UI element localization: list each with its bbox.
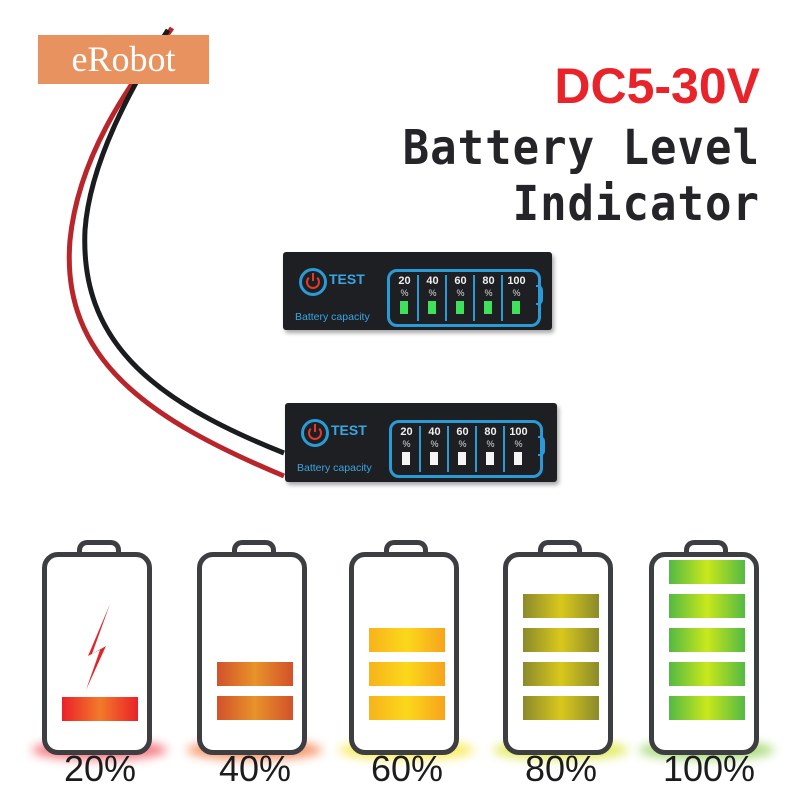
level-label: 40% [218,748,292,789]
product-title: Battery Level Indicator [402,119,760,233]
voltage-headline: DC5-30V [554,58,760,114]
led-indicator [512,301,520,314]
indicator-module-unlit: TEST Battery capacity 20% 40% 60% 80% 10… [285,403,557,482]
indicator-module-lit: TEST Battery capacity 20% 40% 60% 80% 10… [283,252,552,330]
battery-tip [538,436,545,456]
led-indicator [400,301,408,314]
led-indicator [458,452,466,465]
capacity-caption: Battery capacity [295,311,370,323]
level-label: 60% [370,748,444,789]
led-indicator [430,452,438,465]
cell-40: 40% [422,426,449,472]
battery-outline-icon: 20% 40% 60% 80% 100% [389,420,543,478]
brand-logo: eRobot [38,35,209,84]
power-icon[interactable] [299,268,327,296]
level-label: 100% [662,748,756,789]
battery-tip [536,285,543,305]
battery-level-60: 60% [339,540,474,789]
cell-100: 100% [504,275,529,321]
cell-40: 40% [420,275,447,321]
led-indicator [484,301,492,314]
led-indicator [402,452,410,465]
capacity-caption: Battery capacity [297,462,372,474]
power-icon[interactable] [301,419,329,447]
led-indicator [486,452,494,465]
cell-20: 20% [392,275,419,321]
cell-80: 80% [478,426,505,472]
cell-100: 100% [506,426,531,472]
cell-60: 60% [448,275,475,321]
level-label: 80% [524,748,598,789]
test-label: TEST [329,271,365,287]
cell-20: 20% [394,426,421,472]
lightning-icon [86,604,110,690]
battery-level-100: 100% [639,540,774,789]
led-indicator [428,301,436,314]
battery-outline-icon: 20% 40% 60% 80% 100% [387,269,541,327]
led-indicator [514,452,522,465]
test-label: TEST [331,422,367,438]
battery-level-20: 20% [32,540,167,789]
battery-level-80: 80% [493,540,628,789]
cell-80: 80% [476,275,503,321]
led-indicator [456,301,464,314]
level-label: 20% [63,748,137,789]
battery-level-40: 40% [187,540,322,789]
cell-60: 60% [450,426,477,472]
